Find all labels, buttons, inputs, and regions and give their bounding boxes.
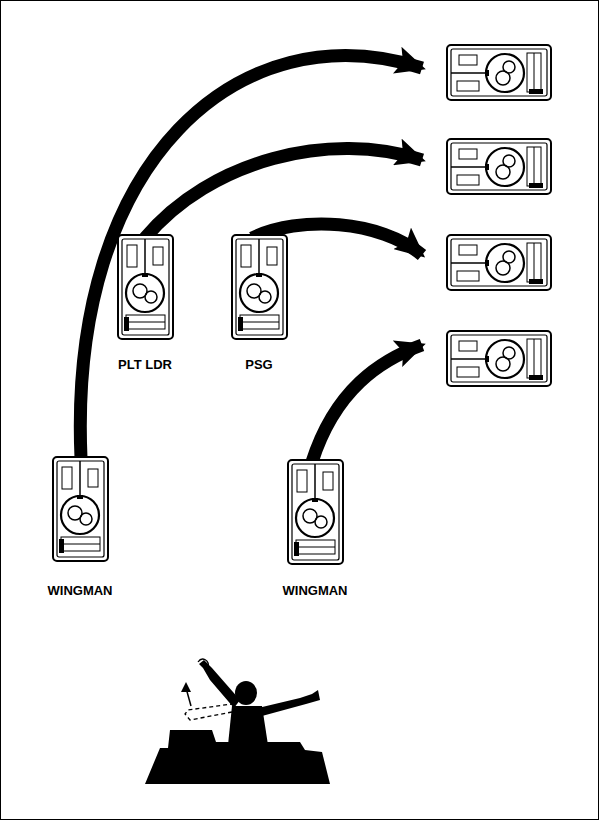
- tank-symbol: [288, 460, 343, 564]
- tank-symbol: [232, 235, 287, 339]
- movement-arrows: [80, 56, 422, 462]
- unit-label: PLT LDR: [118, 357, 172, 372]
- hand-signal-figure: [145, 659, 330, 784]
- tank-symbol: [447, 45, 551, 100]
- unit-label: PSG: [245, 357, 272, 372]
- tank-symbol: [118, 235, 173, 339]
- tank-symbol: [447, 331, 551, 386]
- unit-label: WINGMAN: [283, 583, 348, 598]
- unit-label: WINGMAN: [48, 583, 113, 598]
- tank-symbol: [53, 457, 108, 561]
- tank-symbol: [447, 235, 551, 290]
- tank-symbol: [447, 139, 551, 194]
